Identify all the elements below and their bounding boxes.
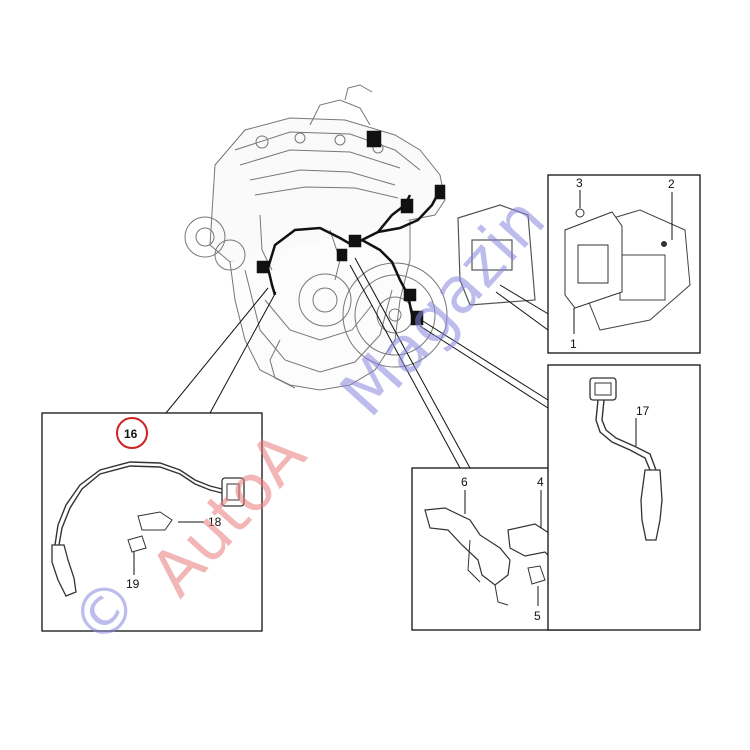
leader-lines — [165, 257, 556, 469]
label-part-5: 5 — [534, 609, 541, 623]
label-part-19: 19 — [126, 577, 140, 591]
wiring-harness — [256, 130, 446, 326]
label-part-16: 16 — [124, 427, 138, 441]
sensor-box-16: 16 18 19 — [41, 412, 263, 632]
label-part-1: 1 — [570, 337, 577, 351]
highlight-circle — [116, 417, 148, 449]
label-part-2: 2 — [668, 177, 675, 191]
label-part-3: 3 — [576, 176, 583, 190]
label-part-18: 18 — [208, 515, 222, 529]
ecu-plate-outline — [457, 204, 536, 306]
ecu-box: 3 2 1 — [547, 174, 701, 354]
label-part-4: 4 — [537, 475, 544, 489]
label-part-6: 6 — [461, 475, 468, 489]
engine-illustration — [184, 84, 448, 391]
label-part-17: 17 — [636, 404, 650, 418]
sensor-box-17: 17 — [547, 364, 701, 631]
